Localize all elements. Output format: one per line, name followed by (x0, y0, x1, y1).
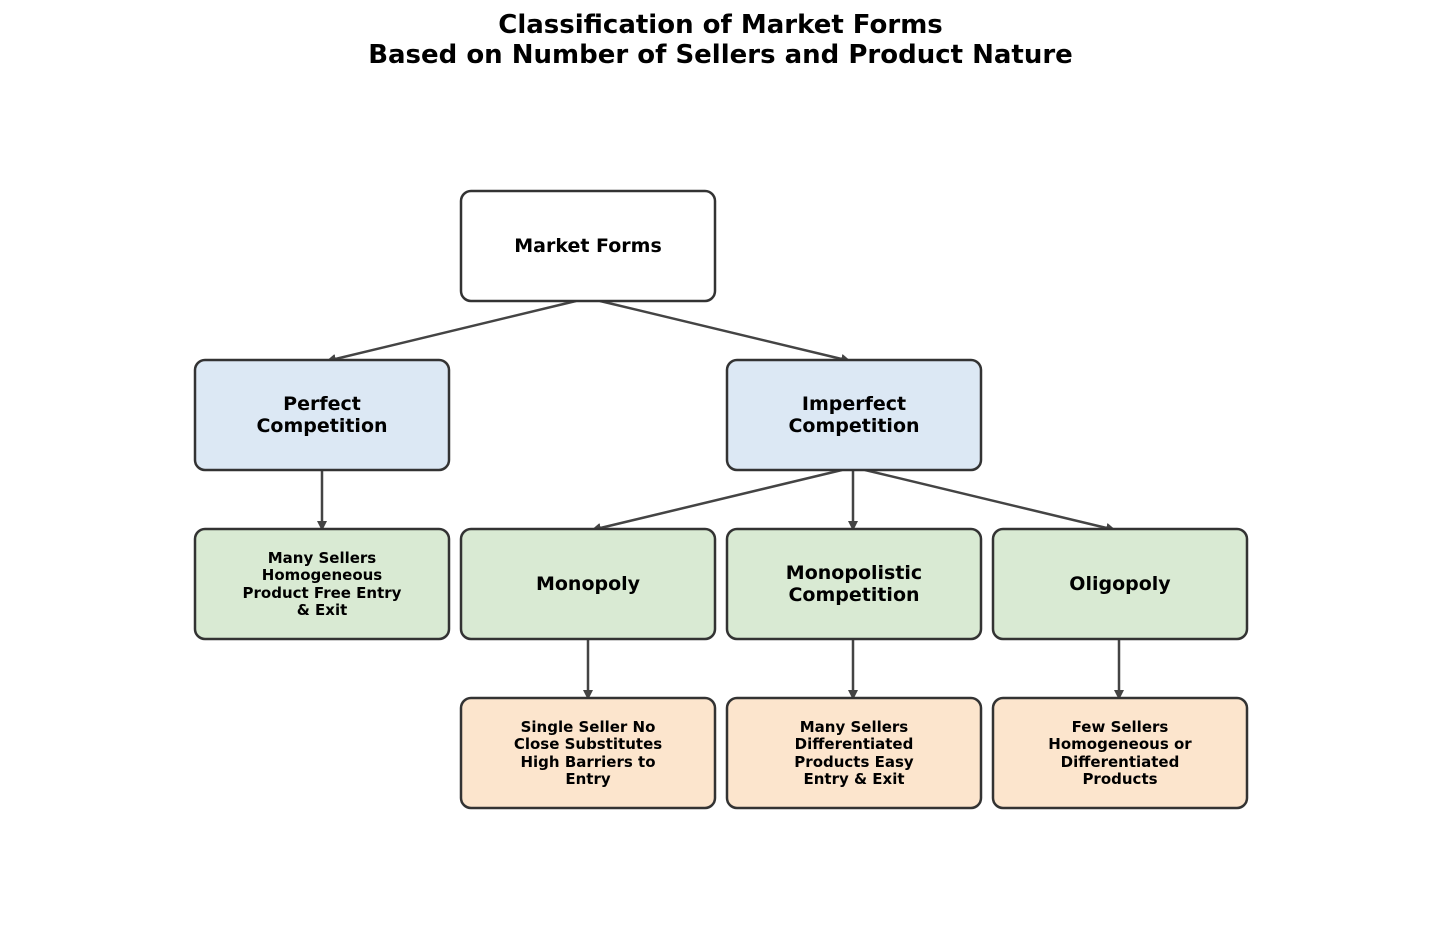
node-perfect-competition-line2: Competition (256, 415, 387, 437)
node-perfect-features-line2: Homogeneous (262, 566, 383, 584)
node-monopoly-features-line3: High Barriers to (520, 753, 655, 771)
diagram-title: Classification of Market Forms Based on … (0, 10, 1441, 70)
node-monopoly-features-line2: Close Substitutes (514, 735, 662, 753)
arrow-imperfect-to-monopoly (591, 468, 843, 533)
arrow-imperfect-to-oligopoly (864, 468, 1116, 533)
node-imperfect-competition-line2: Competition (788, 415, 919, 437)
node-oligopoly-features-line4: Products (1082, 770, 1157, 788)
node-perfect-features-line3: Product Free Entry (243, 584, 402, 602)
node-perfect-competition: Perfect Competition (193, 358, 451, 472)
node-oligopoly-label: Oligopoly (1069, 573, 1171, 595)
title-line-2: Based on Number of Sellers and Product N… (368, 40, 1073, 70)
node-oligopoly-features-line3: Differentiated (1061, 753, 1180, 771)
node-monopolistic-features-line2: Differentiated (795, 735, 914, 753)
node-monopolistic-features-line3: Products Easy (794, 753, 914, 771)
node-monopolistic-features-line1: Many Sellers (800, 718, 909, 736)
node-oligopoly-features-line2: Homogeneous or (1048, 735, 1192, 753)
node-monopoly-features-line1: Single Seller No (521, 718, 656, 736)
arrow-market-to-imperfect (599, 299, 851, 364)
node-monopoly-label: Monopoly (536, 573, 641, 595)
node-oligopoly: Oligopoly (991, 527, 1249, 641)
node-perfect-features-line4: & Exit (297, 601, 348, 619)
node-oligopoly-features-line1: Few Sellers (1072, 718, 1169, 736)
node-imperfect-competition-line1: Imperfect (802, 393, 906, 415)
node-monopolistic-competition: Monopolistic Competition (725, 527, 983, 641)
node-monopolistic-features-line4: Entry & Exit (803, 770, 904, 788)
node-monopoly-features-line4: Entry (565, 770, 610, 788)
node-monopolistic-competition-line2: Competition (788, 584, 919, 606)
node-oligopoly-features: Few Sellers Homogeneous or Differentiate… (991, 696, 1249, 810)
arrow-market-to-perfect (326, 299, 577, 364)
node-imperfect-competition: Imperfect Competition (725, 358, 983, 472)
node-perfect-features: Many Sellers Homogeneous Product Free En… (193, 527, 451, 641)
node-monopolistic-competition-line1: Monopolistic (786, 562, 922, 584)
node-monopoly: Monopoly (459, 527, 717, 641)
node-monopoly-features: Single Seller No Close Substitutes High … (459, 696, 717, 810)
title-line-1: Classification of Market Forms (498, 10, 943, 40)
node-market-forms: Market Forms (459, 189, 717, 303)
node-perfect-features-line1: Many Sellers (268, 549, 377, 567)
node-monopolistic-features: Many Sellers Differentiated Products Eas… (725, 696, 983, 810)
node-perfect-competition-line1: Perfect (283, 393, 361, 415)
node-market-forms-label: Market Forms (514, 235, 662, 257)
connectors (317, 299, 1124, 700)
